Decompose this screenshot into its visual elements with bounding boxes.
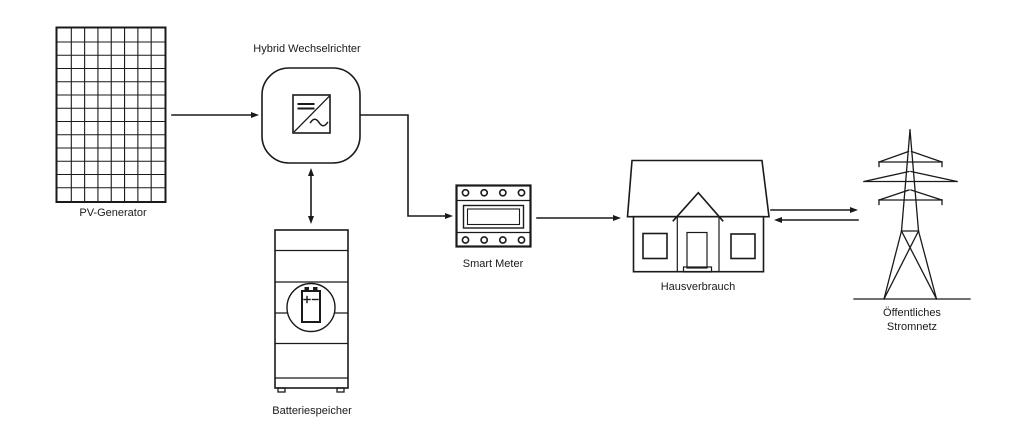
house-window-left <box>642 232 668 260</box>
battery-emblem-circle <box>286 282 336 333</box>
pv-generator-label: PV-Generator <box>79 207 147 219</box>
hybrid-inverter-node <box>261 67 361 164</box>
tower-crossarm-bottom <box>878 189 943 206</box>
meter-terminal-icon <box>480 188 489 197</box>
arrowhead-right-icon <box>251 112 259 118</box>
house-center-section <box>676 216 720 273</box>
hybrid-inverter-label: Hybrid Wechselrichter <box>253 43 361 55</box>
arrow-house-to-grid <box>770 207 858 213</box>
battery-storage-label: Batteriespeicher <box>272 405 352 417</box>
pv-generator-node <box>55 26 167 203</box>
battery-module-lines <box>274 249 349 379</box>
tower-crossarm-middle <box>863 170 958 183</box>
arrow-pv-to-inverter <box>171 112 259 118</box>
arrow-inverter-battery-bidirectional <box>308 168 314 224</box>
transmission-tower-icon <box>853 129 971 300</box>
arrowhead-down-icon <box>308 216 314 224</box>
arrowhead-right-icon <box>613 215 621 221</box>
house-icon <box>626 159 770 273</box>
arrowhead-up-icon <box>308 168 314 176</box>
meter-terminal-icon <box>498 236 507 244</box>
tower-legs <box>883 230 938 300</box>
meter-housing <box>455 184 532 248</box>
battery-polarity-marks <box>303 295 319 304</box>
meter-terminal-icon <box>498 188 507 197</box>
battery-storage-node <box>274 229 349 393</box>
meter-terminal-icon <box>480 236 489 244</box>
house-roof <box>626 159 770 218</box>
meter-display <box>466 208 521 226</box>
battery-feet <box>277 387 345 393</box>
house-gable <box>672 191 724 222</box>
arrowhead-right-icon <box>850 207 858 213</box>
house-window-right <box>730 233 756 260</box>
tower-crossarm-top <box>878 150 943 168</box>
meter-display-frame <box>462 204 525 229</box>
meter-terminals <box>461 188 526 244</box>
meter-terminal-icon <box>517 236 526 244</box>
pv-cell-grid <box>57 28 166 202</box>
dc-symbol-icon <box>297 103 315 110</box>
battery-cabinet <box>274 229 349 389</box>
meter-terminal-icon <box>517 188 526 197</box>
tower-mast <box>900 129 920 232</box>
public-grid-label-line1: Öffentliches <box>883 307 941 319</box>
arrowhead-left-icon <box>774 217 782 223</box>
arrow-meter-to-house <box>536 215 621 221</box>
meter-terminal-icon <box>461 188 470 197</box>
arrow-grid-to-house <box>774 217 859 223</box>
public-grid-label-line2: Stromnetz <box>887 321 937 333</box>
arrowhead-right-icon <box>445 213 453 219</box>
smart-meter-label: Smart Meter <box>463 258 524 270</box>
house-doorstep <box>682 266 713 273</box>
house-door <box>686 231 708 269</box>
meter-terminal-icon <box>461 236 470 244</box>
inverter-housing <box>261 67 361 164</box>
ac-symbol-icon <box>309 118 329 127</box>
battery-icon <box>301 287 321 323</box>
house-label: Hausverbrauch <box>661 281 736 293</box>
inverter-symbol-icon <box>292 94 331 134</box>
solar-panel-icon <box>55 26 167 203</box>
smart-meter-node <box>455 184 532 248</box>
house-body <box>632 215 765 273</box>
arrow-inverter-to-meter <box>360 114 453 219</box>
